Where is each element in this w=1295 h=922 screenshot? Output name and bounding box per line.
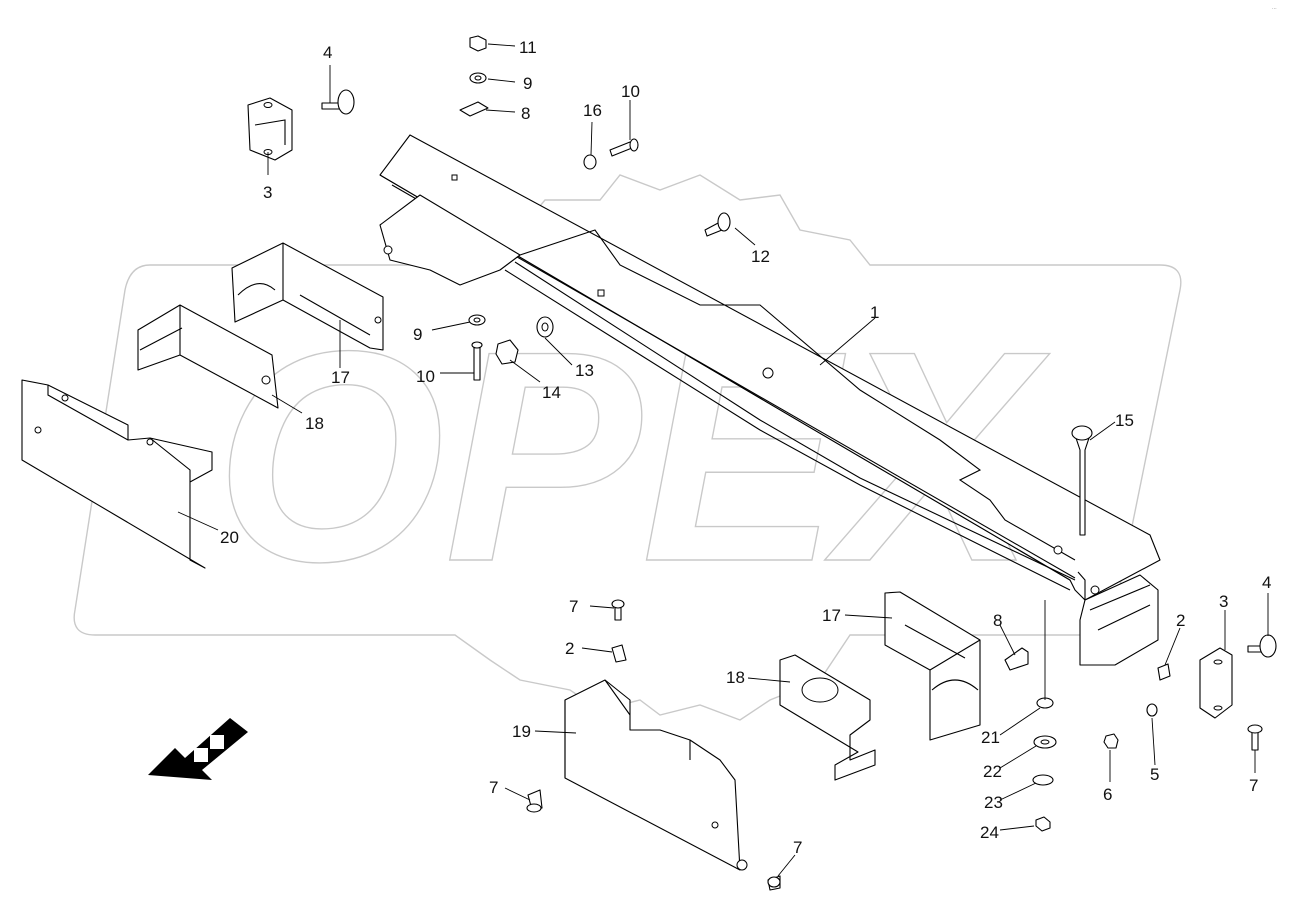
callout-12: 12 [751,247,770,266]
plate-part-18-lower [779,654,876,781]
callout-7: 7 [489,778,498,797]
callout-21: 21 [981,728,1000,747]
direction-arrow [148,718,248,780]
callout-labels: 11 9 8 4 3 16 10 12 1 9 13 10 14 17 18 2… [220,38,1271,857]
hardware-top-cluster [459,35,1093,536]
plate-part-18-upper [137,304,279,409]
callout-13: 13 [575,361,594,380]
cover-part-17-upper [231,242,384,351]
callout-2: 2 [1176,611,1185,630]
bumper-part-4-top [321,89,355,115]
callout-23: 23 [984,793,1003,812]
hardware-lower-cluster [526,599,781,891]
callout-18: 18 [305,414,324,433]
corner-mark: ··· [1272,6,1277,12]
callout-24: 24 [980,823,999,842]
callout-4: 4 [1262,573,1271,592]
callout-17: 17 [822,606,841,625]
cover-part-17-lower [884,591,981,741]
hardware-right-cluster [1004,600,1277,832]
callout-17: 17 [331,368,350,387]
cover-part-19 [564,679,748,871]
callout-10: 10 [621,82,640,101]
callout-2: 2 [565,639,574,658]
callout-4: 4 [323,43,332,62]
main-frame-rail [379,134,1161,666]
callout-9: 9 [413,325,422,344]
callout-3: 3 [263,183,272,202]
bracket-part-3-top [247,97,293,161]
callout-18: 18 [726,668,745,687]
callout-19: 19 [512,722,531,741]
callout-10: 10 [416,367,435,386]
callout-11: 11 [519,38,537,57]
callout-7: 7 [793,838,802,857]
callout-5: 5 [1150,765,1159,784]
callout-16: 16 [583,101,602,120]
cover-part-20 [21,379,213,569]
callout-15: 15 [1115,411,1134,430]
callout-7: 7 [1249,776,1258,795]
callout-6: 6 [1103,785,1112,804]
callout-7: 7 [569,597,578,616]
callout-1: 1 [870,303,879,322]
callout-20: 20 [220,528,239,547]
callout-14: 14 [542,383,561,402]
callout-22: 22 [983,762,1002,781]
callout-8: 8 [993,611,1002,630]
callout-3: 3 [1219,592,1228,611]
callout-9: 9 [523,74,532,93]
callout-8: 8 [521,104,530,123]
leader-lines [177,43,1269,877]
